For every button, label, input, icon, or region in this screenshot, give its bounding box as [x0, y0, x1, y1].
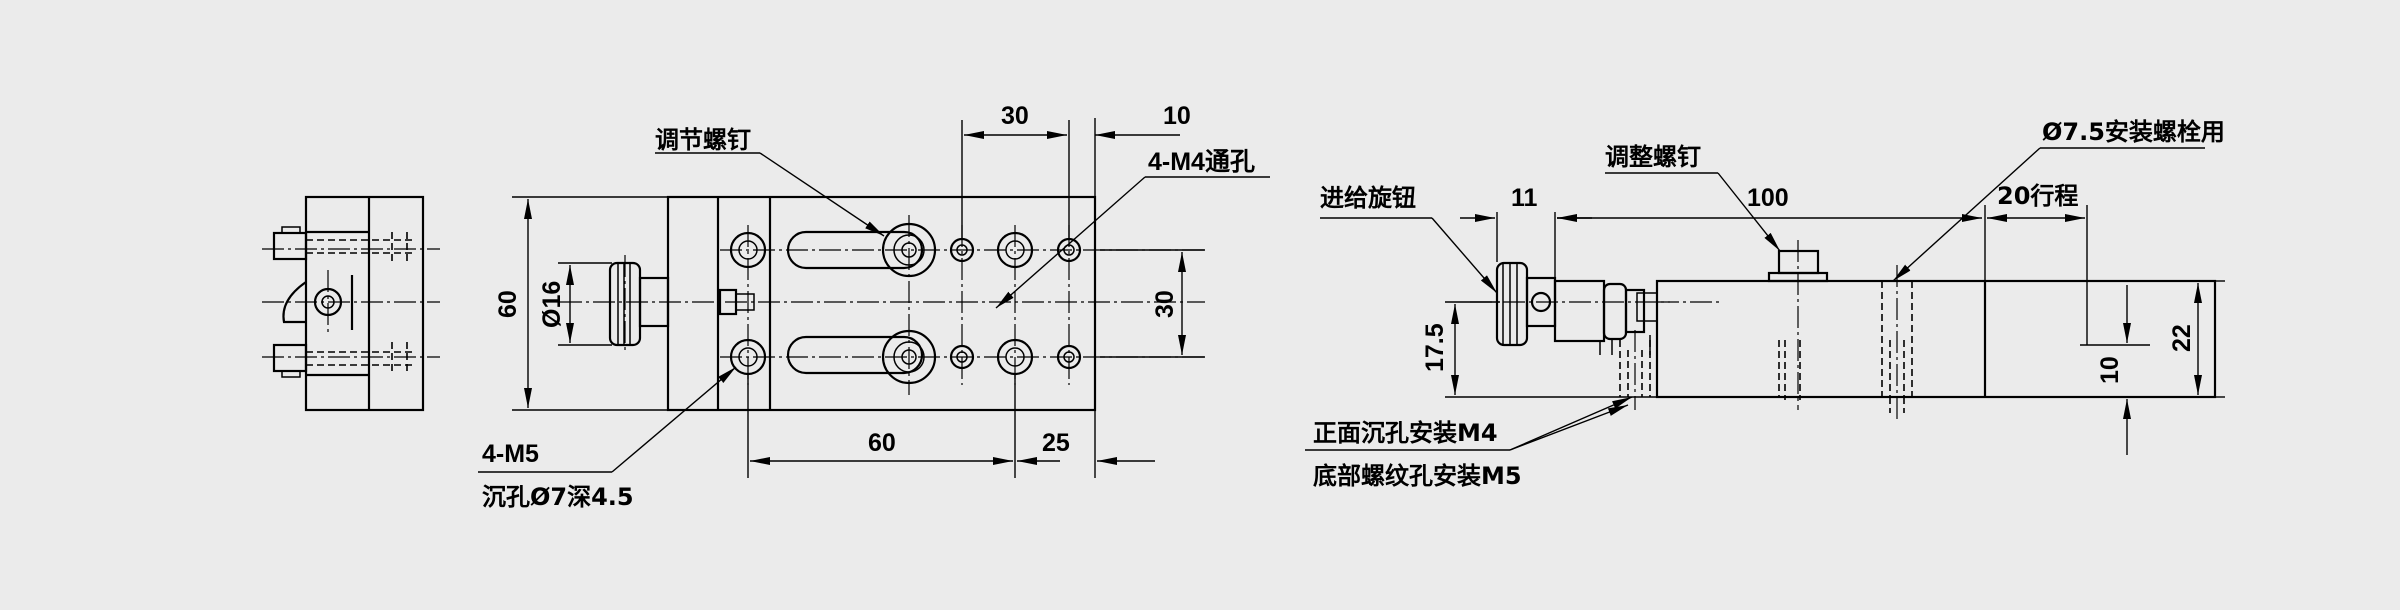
- counterbore-spec-line2: 沉孔Ø7深4.5: [482, 483, 634, 511]
- dim-30-vertical: 30: [1151, 290, 1179, 318]
- top-view-dimensions: [478, 118, 1270, 478]
- side-view-dimensions: [1305, 147, 2225, 455]
- dim-11: 11: [1511, 184, 1538, 212]
- adjust-screw-side-label: 调整螺钉: [1605, 143, 1701, 171]
- dim-17-5: 17.5: [1421, 323, 1449, 372]
- end-view: [262, 195, 440, 412]
- front-mount-label: 正面沉孔安装M4: [1313, 419, 1498, 447]
- labels: 调节螺钉 4-M4通孔 30 10 60 Ø16 30 60 25 4-M5 沉…: [482, 102, 2225, 511]
- dim-10-right: 10: [2096, 356, 2124, 384]
- dim-25-bottom: 25: [1042, 429, 1070, 457]
- dim-60-vertical: 60: [494, 290, 522, 318]
- feed-knob-label: 进给旋钮: [1320, 184, 1416, 212]
- bolt-hole-label: Ø7.5安装螺栓用: [2042, 118, 2225, 146]
- dim-10-top: 10: [1163, 102, 1191, 130]
- dim-16-diameter: Ø16: [538, 281, 566, 328]
- side-view: [1470, 240, 2217, 420]
- dim-30-top: 30: [1001, 102, 1029, 130]
- dim-22: 22: [2168, 324, 2196, 352]
- top-view: [560, 195, 1205, 412]
- through-holes-label: 4-M4通孔: [1148, 148, 1255, 176]
- dim-100: 100: [1747, 184, 1789, 212]
- bottom-mount-label: 底部螺纹孔安装M5: [1313, 462, 1522, 490]
- dim-60-bottom: 60: [868, 429, 896, 457]
- adjust-screw-label: 调节螺钉: [655, 126, 751, 154]
- travel-label: 20行程: [1997, 182, 2078, 210]
- counterbore-spec-line1: 4-M5: [482, 440, 539, 468]
